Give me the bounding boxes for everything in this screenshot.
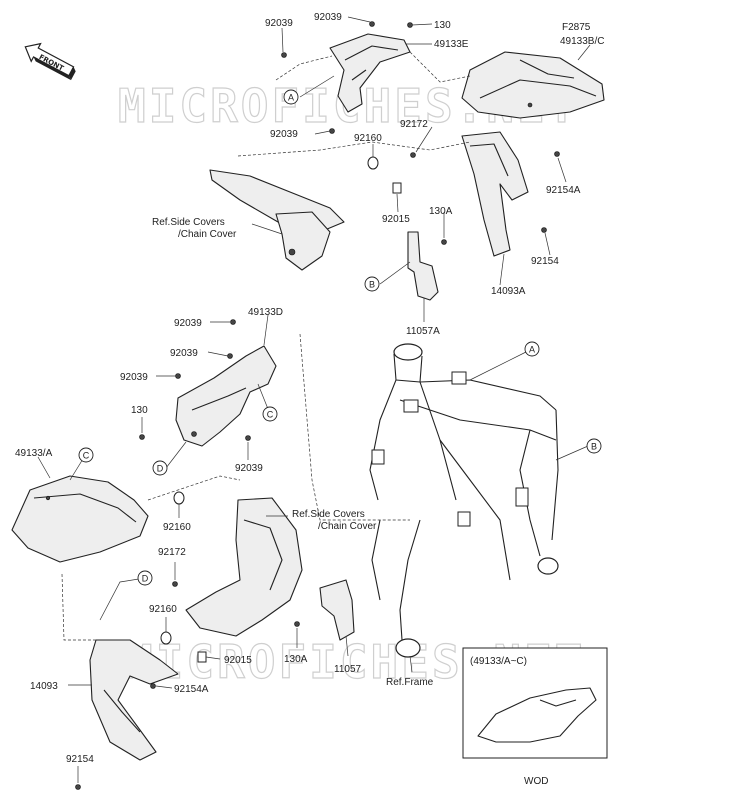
- callout-C2: C: [78, 447, 94, 463]
- callout-A1: A: [283, 89, 299, 105]
- ref-side-covers-top-line2: /Chain Cover: [178, 229, 237, 240]
- label-11057A: 11057A: [406, 326, 440, 337]
- label-92154-low: 92154: [66, 754, 94, 765]
- label-92039-d: 92039: [174, 318, 202, 329]
- upper-cowl-bracket: [329, 33, 411, 113]
- label-130A-low: 130A: [284, 654, 308, 665]
- collar-92015-top: [392, 182, 402, 194]
- bolt-92154A-top: [554, 151, 560, 157]
- callout-D1: D: [152, 460, 168, 476]
- label-49133E: 49133E: [434, 39, 469, 50]
- label-92160-top: 92160: [354, 133, 382, 144]
- bolt-92039-c: [329, 128, 335, 134]
- label-130-top: 130: [434, 20, 451, 31]
- label-14093A: 14093A: [491, 286, 526, 297]
- collar-92015-low: [197, 651, 207, 663]
- nut-92172-mid: [172, 581, 178, 587]
- callout-C1: C: [262, 406, 278, 422]
- label-130-mid: 130: [131, 405, 148, 416]
- label-92015-top: 92015: [382, 214, 410, 225]
- label-92154-top: 92154: [531, 256, 559, 267]
- stay-14093A: [461, 131, 529, 257]
- leader-lines: [37, 16, 591, 783]
- label-49133A: 49133/A: [15, 448, 53, 459]
- svg-text:A: A: [529, 345, 535, 355]
- bolt-92154-top: [541, 227, 547, 233]
- bracket-11057A: [407, 231, 439, 301]
- nut-92172-top: [410, 152, 416, 158]
- upper-cowl-49133BC: [461, 51, 605, 119]
- bolt-130A-top: [441, 239, 447, 245]
- inset-caption: WOD: [524, 776, 548, 787]
- svg-text:A: A: [288, 93, 294, 103]
- label-92160-low: 92160: [149, 604, 177, 615]
- svg-text:D: D: [157, 464, 164, 474]
- label-49133BC: 49133B/C: [560, 36, 604, 47]
- label-14093: 14093: [30, 681, 58, 692]
- grommet-92160-top: [367, 156, 379, 170]
- label-92039-a: 92039: [265, 18, 293, 29]
- cowl-49133A: [11, 475, 149, 563]
- bolt-92154-low: [75, 784, 81, 790]
- label-92015-low: 92015: [224, 655, 252, 666]
- label-F2875: F2875: [562, 22, 591, 33]
- label-92154A-low: 92154A: [174, 684, 209, 695]
- grommet-92160-low: [160, 631, 172, 645]
- ref-side-covers-mid-line1: Ref.Side Covers: [292, 509, 365, 520]
- label-92039-b: 92039: [314, 12, 342, 23]
- callout-B2: B: [586, 438, 602, 454]
- callout-D2: D: [137, 570, 153, 586]
- bolt-92039-a: [281, 52, 287, 58]
- label-92039-f: 92039: [120, 372, 148, 383]
- bolt-92039-f: [175, 373, 181, 379]
- bolt-92039-d: [230, 319, 236, 325]
- ref-side-covers-top-line1: Ref.Side Covers: [152, 217, 225, 228]
- bracket-11057: [319, 579, 355, 641]
- callout-A2: A: [524, 341, 540, 357]
- label-92154A-top: 92154A: [546, 185, 581, 196]
- inset-cowl-outline: [477, 687, 597, 743]
- callout-B1: B: [364, 276, 380, 292]
- ref-frame-label: Ref.Frame: [386, 677, 434, 688]
- grommet-92160-mid: [173, 491, 185, 505]
- svg-text:C: C: [83, 451, 90, 461]
- label-92172-mid: 92172: [158, 547, 186, 558]
- svg-text:C: C: [267, 410, 274, 420]
- label-130A-top: 130A: [429, 206, 453, 217]
- bolt-92039-e: [227, 353, 233, 359]
- bracket-49133D: [175, 345, 277, 447]
- bolt-130-top: [407, 22, 413, 28]
- bolt-130-mid: [139, 434, 145, 440]
- label-92172-top: 92172: [400, 119, 428, 130]
- label-49133D: 49133D: [248, 307, 283, 318]
- bolt-92039-b: [369, 21, 375, 27]
- inner-side-panel: [185, 497, 303, 637]
- ref-side-covers-mid-line2: /Chain Cover: [318, 521, 377, 532]
- label-92039-e: 92039: [170, 348, 198, 359]
- label-92160-mid: 92160: [163, 522, 191, 533]
- bolt-92154A-low: [150, 683, 156, 689]
- label-11057: 11057: [334, 664, 362, 675]
- bolt-130A-low: [294, 621, 300, 627]
- upper-side-panel: [209, 169, 345, 271]
- label-92039-c: 92039: [270, 129, 298, 140]
- inset-title: (49133/A~C): [470, 656, 527, 667]
- svg-text:B: B: [591, 442, 597, 452]
- front-arrow-icon: FRONT: [24, 42, 76, 81]
- main-frame: [369, 343, 559, 658]
- inset-box: (49133/A~C) WOD: [462, 647, 608, 787]
- label-92039-g: 92039: [235, 463, 263, 474]
- stay-14093: [89, 639, 179, 761]
- svg-text:B: B: [369, 280, 375, 290]
- svg-text:D: D: [142, 574, 149, 584]
- bolt-92039-g: [245, 435, 251, 441]
